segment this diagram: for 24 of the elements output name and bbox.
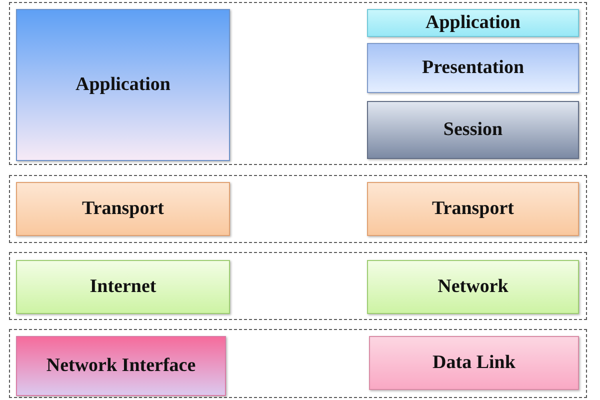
dashed-group-box <box>9 329 587 398</box>
layer-label: Internet <box>90 274 156 299</box>
dashed-group-box <box>9 2 587 165</box>
layer-label: Data Link <box>432 350 516 375</box>
layer-label: Network Interface <box>46 354 196 378</box>
dashed-group-box <box>9 175 587 243</box>
layer-box <box>367 101 579 159</box>
layer-box <box>16 336 226 396</box>
layer-box <box>367 182 579 236</box>
layer-label: Presentation <box>422 56 524 80</box>
dashed-group-box <box>9 252 587 320</box>
layer-box <box>369 336 579 390</box>
layer-label: Network <box>438 274 508 299</box>
layer-label: Session <box>443 118 503 142</box>
layer-label: Application <box>425 10 521 35</box>
layer-label: Application <box>75 72 171 97</box>
layer-box <box>16 260 230 314</box>
layer-box <box>367 43 579 93</box>
layer-label: Transport <box>432 196 514 221</box>
layer-box <box>16 9 230 161</box>
layer-label: Transport <box>82 196 164 221</box>
layer-box <box>367 260 579 314</box>
layer-box <box>16 182 230 236</box>
layer-box <box>367 9 579 37</box>
